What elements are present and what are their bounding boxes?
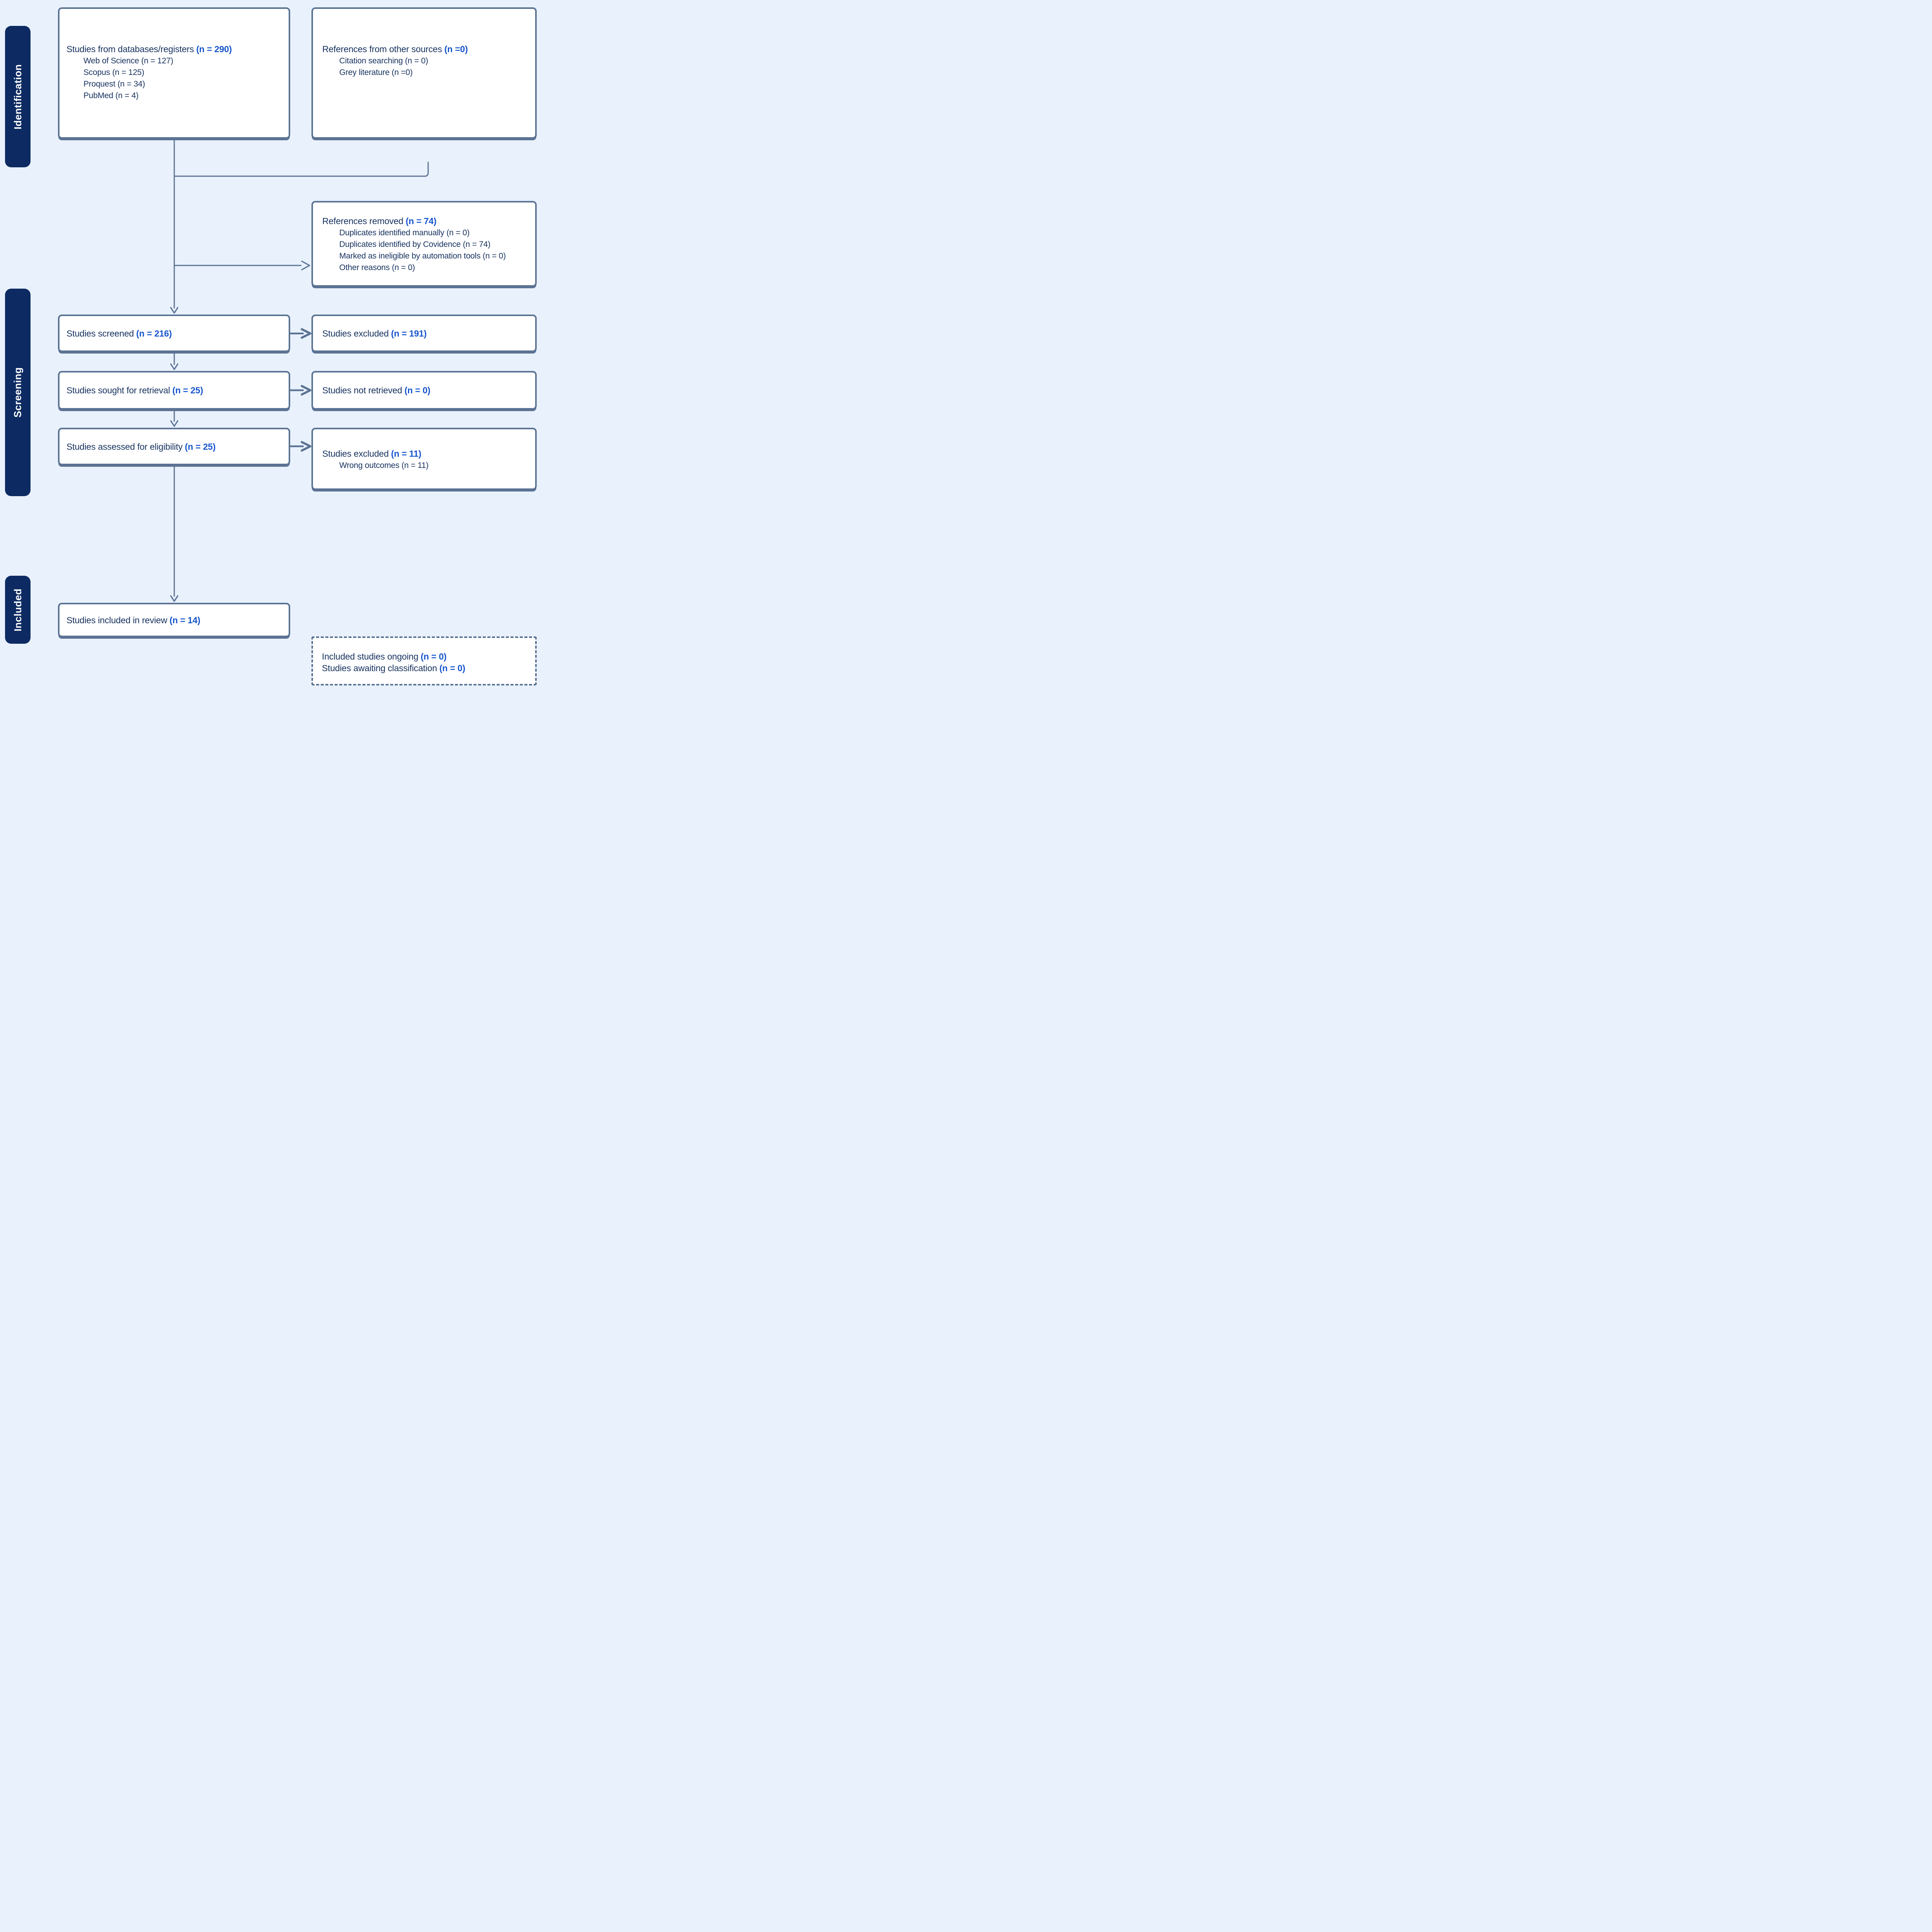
stage-label-identification: Identification	[5, 26, 31, 167]
count-badge: (n = 25)	[172, 385, 203, 395]
box-studies-from-databases: Studies from databases/registers(n = 290…	[58, 7, 290, 139]
box-title: Studies assessed for eligibility(n = 25)	[66, 440, 289, 453]
box-studies-screened: Studies screened(n = 216)	[58, 315, 290, 352]
arrowhead-into-references-removed	[301, 260, 310, 270]
count-badge: (n = 290)	[196, 44, 232, 54]
list-item: Other reasons (n = 0)	[339, 263, 415, 272]
box-title: Studies excluded(n = 191)	[322, 327, 535, 340]
box-studies-sought-retrieval: Studies sought for retrieval(n = 25)	[58, 371, 290, 410]
title-text: Studies included in review	[66, 615, 167, 625]
count-badge: (n = 74)	[405, 216, 437, 226]
title-text: Studies not retrieved	[322, 385, 402, 395]
count-badge: (n = 11)	[391, 449, 422, 459]
arrowhead-into-sought	[170, 363, 179, 370]
box-studies-not-retrieved: Studies not retrieved(n = 0)	[311, 371, 537, 410]
title-text: Studies awaiting classification	[322, 663, 437, 673]
box-title: Studies sought for retrieval(n = 25)	[66, 384, 289, 396]
stage-label-included-text: Included	[12, 588, 24, 631]
list-item: Marked as ineligible by automation tools…	[339, 252, 506, 260]
box-title: References removed(n = 74)	[322, 215, 532, 227]
box-title: Included studies ongoing(n = 0)	[322, 651, 532, 662]
box-title: Studies from databases/registers(n = 290…	[66, 43, 284, 55]
title-text: Studies from databases/registers	[66, 44, 194, 54]
title-text: Studies screened	[66, 328, 134, 338]
list-item: Web of Science (n = 127)	[83, 56, 173, 65]
box-references-other-sources: References from other sources(n =0) Cita…	[311, 7, 537, 139]
box-studies-excluded-screening: Studies excluded(n = 191)	[311, 315, 537, 352]
list-item: PubMed (n = 4)	[83, 91, 139, 100]
title-text: Studies assessed for eligibility	[66, 441, 183, 452]
title-text: Studies excluded	[322, 449, 389, 459]
box-title: Studies awaiting classification(n = 0)	[322, 662, 532, 674]
box-ongoing-awaiting-classification: Included studies ongoing(n = 0) Studies …	[311, 636, 537, 685]
title-text: References removed	[322, 216, 403, 226]
arrowhead-into-not-retrieved	[301, 385, 311, 396]
box-studies-assessed-eligibility: Studies assessed for eligibility(n = 25)	[58, 428, 290, 465]
title-text: Studies sought for retrieval	[66, 385, 170, 395]
count-badge: (n =0)	[444, 44, 468, 54]
count-badge: (n = 25)	[185, 441, 216, 452]
list-item: Citation searching (n = 0)	[339, 56, 429, 65]
arrowhead-into-screened	[170, 307, 179, 314]
box-title: References from other sources(n =0)	[322, 43, 531, 55]
title-text: Included studies ongoing	[322, 651, 418, 662]
list-item: Scopus (n = 125)	[83, 68, 145, 77]
box-title: Studies included in review(n = 14)	[66, 614, 289, 626]
box-title: Studies excluded(n = 11)	[322, 447, 532, 460]
count-badge: (n = 0)	[439, 663, 466, 673]
connector-other-sources-join	[173, 162, 429, 177]
box-title: Studies not retrieved(n = 0)	[322, 384, 535, 396]
count-badge: (n = 0)	[420, 651, 447, 662]
prisma-flow-diagram: Identification Screening Included Studie…	[0, 0, 546, 699]
list-item: Proquest (n = 34)	[83, 80, 145, 88]
stage-label-screening-text: Screening	[12, 367, 24, 418]
arrowhead-into-excluded-eligibility	[301, 441, 311, 452]
title-text: References from other sources	[322, 44, 442, 54]
count-badge: (n = 0)	[404, 385, 430, 395]
list-item: Duplicates identified manually (n = 0)	[339, 228, 470, 237]
count-badge: (n = 191)	[391, 328, 427, 338]
stage-label-included: Included	[5, 576, 31, 644]
count-badge: (n = 14)	[169, 615, 201, 625]
box-title: Studies screened(n = 216)	[66, 327, 289, 340]
stage-label-identification-text: Identification	[12, 64, 24, 129]
count-badge: (n = 216)	[136, 328, 172, 338]
box-references-removed: References removed(n = 74) Duplicates id…	[311, 201, 537, 287]
list-item: Duplicates identified by Covidence (n = …	[339, 240, 491, 249]
box-studies-excluded-eligibility: Studies excluded(n = 11) Wrong outcomes …	[311, 428, 537, 490]
list-item: Grey literature (n =0)	[339, 68, 413, 77]
box-studies-included-review: Studies included in review(n = 14)	[58, 603, 290, 637]
title-text: Studies excluded	[322, 328, 389, 338]
arrowhead-into-excluded-screening	[301, 328, 311, 339]
list-item: Wrong outcomes (n = 11)	[339, 461, 429, 470]
stage-label-screening: Screening	[5, 289, 31, 496]
arrowhead-into-assessed	[170, 420, 179, 427]
arrowhead-into-included	[170, 595, 179, 602]
